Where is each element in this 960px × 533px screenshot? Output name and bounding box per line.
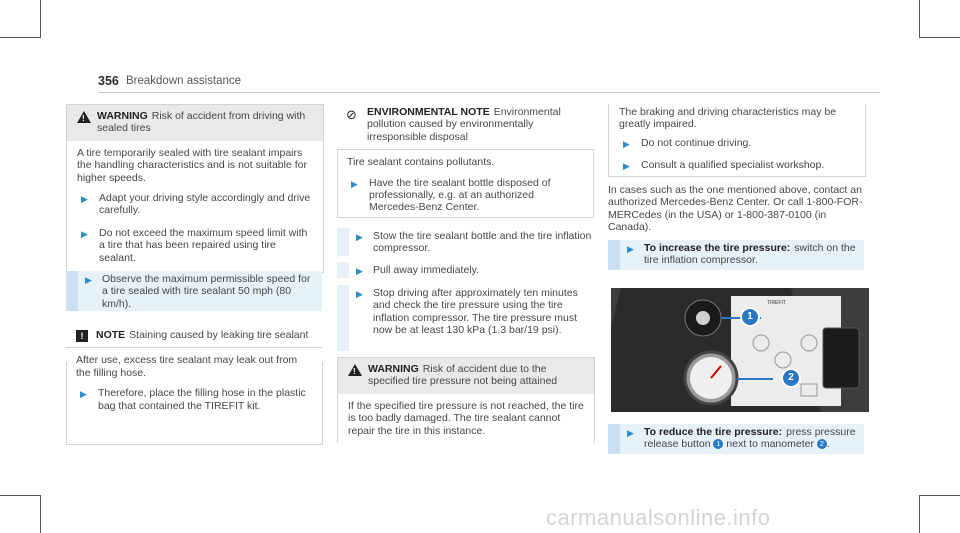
list-item: ▶ Consult a qualified specialist workshop… [619,157,857,173]
crop-mark [919,0,920,38]
arrow-icon: ▶ [80,389,87,400]
step-text: Observe the maximum permissible speed fo… [102,273,311,310]
callout-1: 1 [740,307,760,327]
arrow-icon: ▶ [356,266,363,276]
signal-word: WARNING [368,363,419,375]
crop-mark [0,495,40,496]
arrow-icon: ▶ [627,244,634,254]
crop-mark [920,37,960,38]
arrow-icon: ▶ [356,289,363,299]
step-text: press pressure release button [644,426,856,451]
step-bar [608,424,620,454]
arrow-icon: ▶ [81,228,88,239]
crop-mark [40,0,41,38]
step-text: Stop driving after approximately ten min… [373,287,578,337]
arrow-icon: ▶ [351,178,358,189]
signal-word: ENVIRONMENTAL NOTE [367,106,490,118]
page-title: Breakdown assistance [126,75,242,87]
step-text: Therefore, place the filling hose in the… [98,387,306,412]
step-increase-pressure: ▶ To increase the tire pressure:switch o… [608,240,864,270]
step-observe-speed: ▶ Observe the maximum permissible speed … [66,271,322,311]
warning-head-text: Risk of accident due to the specified ti… [368,363,558,388]
list-item: ▶ Have the tire sealant bottle disposed o… [347,175,585,216]
step-text: switch on the tire inflation compressor. [644,242,856,267]
warning-body-continued: The braking and driving characteristics … [619,106,837,131]
step-bar [337,262,349,278]
header-rule [98,92,880,93]
env-border-left [337,149,338,217]
step-text: Have the tire sealant bottle disposed of… [369,176,551,214]
step-stow: ▶ Stow the tire sealant bottle and the t… [337,228,593,256]
step-bar [337,228,349,256]
compressor-photo: TIREFIT 1 2 [611,288,869,412]
step-text: next to manometer [726,438,814,451]
step-stop-check: ▶ Stop driving after approximately ten m… [337,285,593,351]
arrow-icon: ▶ [623,161,630,172]
step-text: Consult a qualified specialist workshop. [641,159,825,172]
contact-paragraph: In cases such as the one mentioned above… [608,184,863,234]
continued-warning-box: The braking and driving characteristics … [608,104,866,177]
callout-2: 2 [781,368,801,388]
warning-triangle-icon [77,111,91,125]
compressor-illustration [611,288,869,412]
note-head-text: Staining caused by leaking tire sealant [129,329,309,341]
page-number: 356 [98,74,119,88]
step-text: Do not exceed the maximum speed limit wi… [99,226,308,264]
list-item: ▶ Adapt your driving style accordingly an… [77,190,315,219]
warning-body: A tire temporarily sealed with tire seal… [77,146,307,184]
step-text: Do not continue driving. [641,136,752,149]
sticker-label: TIREFIT [767,300,786,306]
signal-word: WARNING [97,110,148,122]
crop-mark [919,495,920,533]
step-reduce-pressure: ▶ To reduce the tire pressure:press pres… [608,424,864,454]
arrow-icon: ▶ [85,275,92,285]
step-text: Stow the tire sealant bottle and the tir… [373,230,592,255]
arrow-icon: ▶ [627,428,634,438]
note-border-left [66,362,67,444]
callout-ref-2: 2 [816,439,827,450]
note-border-bottom [66,444,323,445]
step-label: To reduce the tire pressure: [644,426,783,438]
step-text: Pull away immediately. [373,264,480,276]
warning-triangle-icon [348,364,362,378]
step-text: . [826,438,830,451]
list-item: ▶ Therefore, place the filling hose in th… [76,385,314,414]
warning-body: If the specified tire pressure is not re… [348,399,584,437]
env-border-bottom [337,217,594,218]
list-item: ▶ Do not continue driving. [619,135,857,151]
arrow-icon: ▶ [623,138,630,149]
signal-word: NOTE [96,329,126,341]
warning-head-text: Risk of accident from driving with seale… [97,110,306,135]
note-body: After use, excess tire sealant may leak … [76,354,298,379]
crop-mark [0,37,40,38]
step-bar [337,285,349,351]
step-bar [66,271,78,311]
note-border-right [322,362,323,444]
env-head-text: Environmental pollution caused by enviro… [367,106,561,143]
env-body: Tire sealant contains pollutants. [347,156,495,169]
arrow-icon: ▶ [81,194,88,205]
note-icon: ! [76,330,88,342]
arrow-icon: ▶ [356,232,363,242]
environment-icon: ⊘ [346,107,357,122]
list-item: ▶ Do not exceed the maximum speed limit w… [77,225,315,266]
crop-mark [40,495,41,533]
step-pull-away: ▶ Pull away immediately. [337,262,593,278]
crop-mark [920,495,960,496]
watermark: carmanualsonline.info [546,505,771,530]
env-border-right [593,149,594,217]
step-label: To increase the tire pressure: [644,242,791,254]
step-text: Adapt your driving style accordingly and… [99,192,311,217]
callout-ref-1: 1 [713,439,724,450]
step-bar [608,240,620,270]
